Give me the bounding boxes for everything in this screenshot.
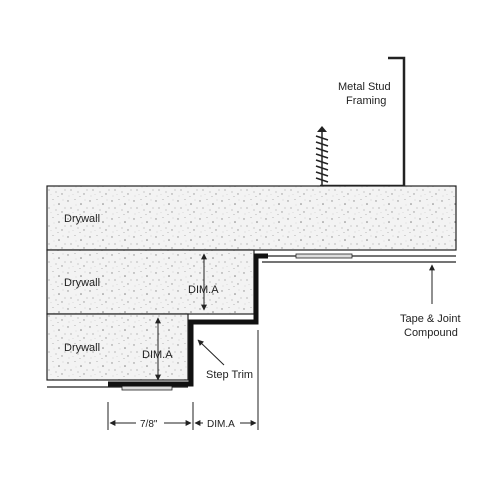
drywall-label-middle: Drywall — [64, 277, 100, 289]
step-trim-leader — [197, 339, 225, 366]
step-trim — [108, 253, 268, 387]
tape-label-line1: Tape & Joint — [400, 313, 461, 325]
step-trim-label: Step Trim — [206, 369, 253, 381]
seven-eighths-label: 7/8" — [140, 419, 158, 430]
screw-icon — [315, 126, 329, 188]
bottom-dimension — [107, 330, 259, 430]
metal-stud-label-line1: Metal Stud — [338, 81, 391, 93]
metal-stud-label-line2: Framing — [346, 95, 386, 107]
drywall-board-top — [46, 185, 457, 251]
drywall-label-bottom: Drywall — [64, 342, 100, 354]
dim-a-lower-label: DIM.A — [142, 349, 173, 361]
tape-label-line2: Compound — [404, 327, 458, 339]
drywall-label-top: Drywall — [64, 213, 100, 225]
tape-joint-compound — [262, 253, 456, 263]
dim-a-bottom-label: DIM.A — [207, 419, 235, 430]
drywall-board-bottom — [46, 313, 189, 381]
metal-stud-framing — [320, 56, 406, 188]
dim-a-upper-label: DIM.A — [188, 284, 219, 296]
